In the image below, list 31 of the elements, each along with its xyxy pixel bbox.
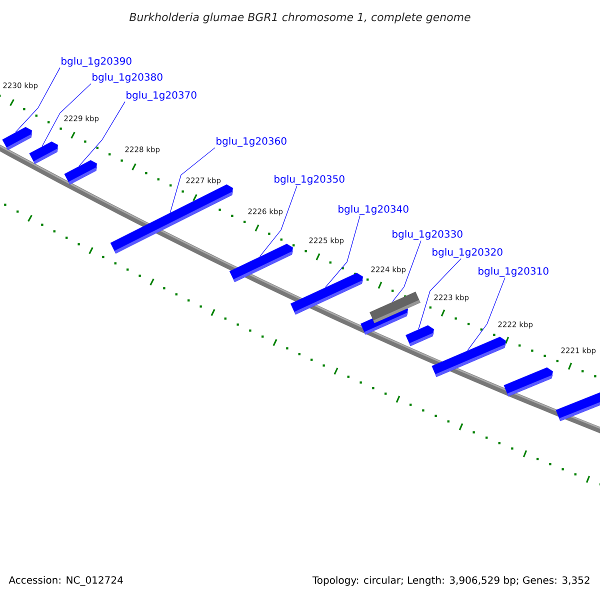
footer-text: Accession: NC_012724	[8, 576, 123, 586]
leader-line	[260, 185, 298, 257]
gene-feature	[290, 272, 364, 315]
gene-label: bglu_1g20370	[126, 91, 196, 101]
gene-feature	[64, 160, 98, 185]
gene-label: bglu_1g20340	[338, 205, 408, 215]
gene-feature	[29, 141, 58, 164]
leader-line	[418, 258, 462, 330]
leader-line	[42, 83, 92, 147]
gene-feature	[432, 336, 506, 377]
leader-line	[392, 240, 422, 302]
title: Burkholderia glumae BGR1 chromosome 1, complete genome	[129, 12, 470, 24]
gene-feature	[110, 184, 234, 254]
gene-feature	[2, 126, 32, 150]
leader-line	[15, 67, 60, 132]
footer-text: Topology: circular; Length: 3,906,529 bp; Genes: 3,352	[312, 576, 590, 586]
leader-line	[467, 277, 506, 351]
gene-feature	[504, 367, 553, 396]
gene-label: bglu_1g20360	[216, 137, 286, 147]
gene-label: bglu_1g20390	[62, 57, 132, 67]
gene-label: bglu_1g20350	[274, 175, 344, 185]
gene-feature	[406, 325, 434, 346]
gene-label: bglu_1g20330	[392, 230, 462, 240]
leader-line	[78, 101, 126, 166]
gene-feature	[229, 244, 294, 282]
leader-line	[170, 147, 216, 213]
gene-label: bglu_1g20310	[478, 267, 548, 277]
gene-label: bglu_1g20380	[92, 73, 162, 83]
leader-line	[325, 215, 360, 288]
gene-label: bglu_1g20320	[432, 248, 502, 258]
gene-box	[370, 292, 420, 324]
